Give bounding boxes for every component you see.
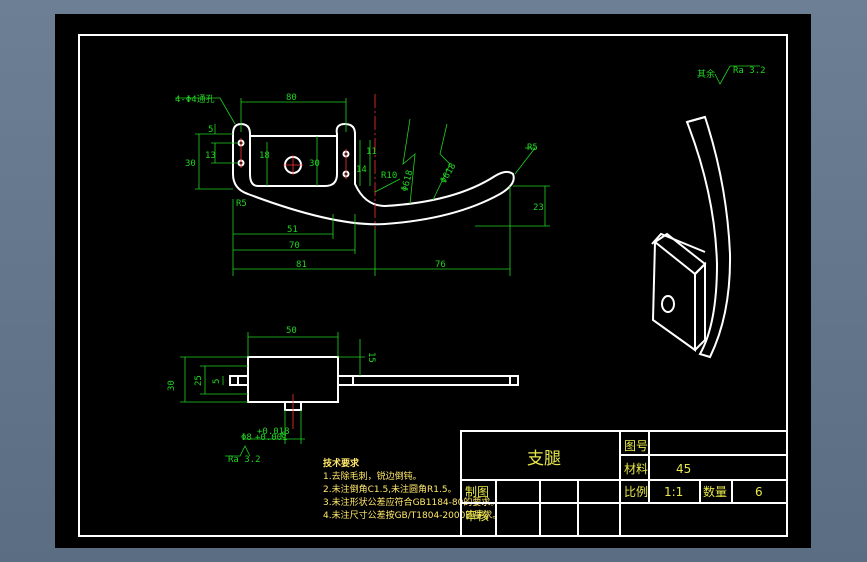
note-2: 2.未注倒角C1.5,未注圆角R1.5。 bbox=[323, 483, 457, 495]
drawing-sheet: 4-Φ4通孔 80 5 30 13 18 30 14 11 R10 R5 R5 … bbox=[55, 14, 811, 548]
dim-top-30: 30 bbox=[167, 380, 177, 391]
roughness-prefix: 其余 bbox=[697, 68, 715, 80]
dim-front-5: 5 bbox=[208, 125, 213, 135]
dim-front-76: 76 bbox=[435, 260, 446, 270]
dim-front-80: 80 bbox=[286, 93, 297, 103]
top-view-arm bbox=[337, 375, 519, 386]
dim-front-14: 14 bbox=[356, 165, 367, 175]
roughness-general: 其余 Ra 3.2 bbox=[697, 65, 766, 85]
roughness-right: Ra 3.2 bbox=[733, 66, 766, 76]
dim-front-70: 70 bbox=[289, 241, 300, 251]
roughness-left: Ra 3.2 bbox=[228, 455, 261, 465]
notes-title: 技术要求 bbox=[323, 457, 360, 469]
technical-notes: 技术要求 1.去除毛刺，锐边倒钝。 2.未注倒角C1.5,未注圆角R1.5。 3… bbox=[323, 457, 501, 521]
part-name: 支腿 bbox=[527, 449, 561, 469]
hole-note: 4-Φ4通孔 bbox=[175, 94, 215, 105]
dim-top-25: 25 bbox=[194, 375, 204, 386]
dim-front-30b: 30 bbox=[309, 159, 320, 169]
dim-front-51: 51 bbox=[287, 225, 298, 235]
review-label: 审核 bbox=[465, 508, 489, 523]
dim-front-18: 18 bbox=[259, 151, 270, 161]
dim-front-13: 13 bbox=[205, 151, 216, 161]
qty-label: 数量 bbox=[703, 484, 727, 499]
fit-upper: +0.018 bbox=[257, 427, 290, 437]
scale-value: 1:1 bbox=[664, 485, 683, 499]
qty-value: 6 bbox=[755, 485, 763, 499]
front-view: 4-Φ4通孔 80 5 30 13 18 30 14 11 R10 R5 R5 … bbox=[175, 93, 550, 276]
front-view-outline bbox=[232, 122, 515, 226]
material-label: 材料 bbox=[624, 462, 648, 476]
drawing-no-label: 图号 bbox=[624, 439, 648, 453]
front-dimension-lines bbox=[175, 97, 550, 276]
note-1: 1.去除毛刺，锐边倒钝。 bbox=[323, 470, 422, 482]
fit-base: Φ8 bbox=[241, 433, 252, 443]
dim-front-phi1: Φ618 bbox=[400, 169, 415, 193]
isometric-view bbox=[651, 115, 732, 359]
drawn-label: 制图 bbox=[465, 485, 489, 499]
drawing-canvas: 4-Φ4通孔 80 5 30 13 18 30 14 11 R10 R5 R5 … bbox=[78, 34, 788, 537]
fit-lower: 0 bbox=[281, 431, 286, 441]
dim-front-11: 11 bbox=[366, 147, 377, 157]
note-4: 4.未注尺寸公差按GB/T1804-2000的要求。 bbox=[323, 509, 501, 521]
dim-top-50: 50 bbox=[286, 326, 297, 336]
dim-front-81: 81 bbox=[296, 260, 307, 270]
dim-front-23: 23 bbox=[533, 203, 544, 213]
top-dimension-lines bbox=[180, 332, 365, 457]
inner-border bbox=[78, 34, 788, 537]
title-block: 支腿 图号 材料 45 制图 比例 1:1 数量 6 审核 bbox=[460, 430, 788, 537]
top-view: 50 15 30 25 5 +0.018 0 Φ8 +0.001 Ra 3.2 bbox=[167, 326, 519, 465]
fit-lower2: +0.001 bbox=[255, 433, 288, 443]
roughness-symbol-left bbox=[225, 445, 251, 457]
material-value: 45 bbox=[676, 462, 691, 476]
dim-front-30: 30 bbox=[185, 159, 196, 169]
scale-label: 比例 bbox=[624, 485, 648, 499]
note-3: 3.未注形状公差应符合GB1184-80的要求。 bbox=[323, 496, 499, 508]
dim-top-5: 5 bbox=[212, 379, 222, 384]
dim-front-r10: R10 bbox=[381, 171, 397, 181]
dim-front-r5b: R5 bbox=[527, 143, 538, 153]
dim-front-r5: R5 bbox=[236, 199, 247, 209]
dim-front-phi2: Φ618 bbox=[439, 162, 459, 186]
dim-top-15: 15 bbox=[366, 352, 376, 363]
